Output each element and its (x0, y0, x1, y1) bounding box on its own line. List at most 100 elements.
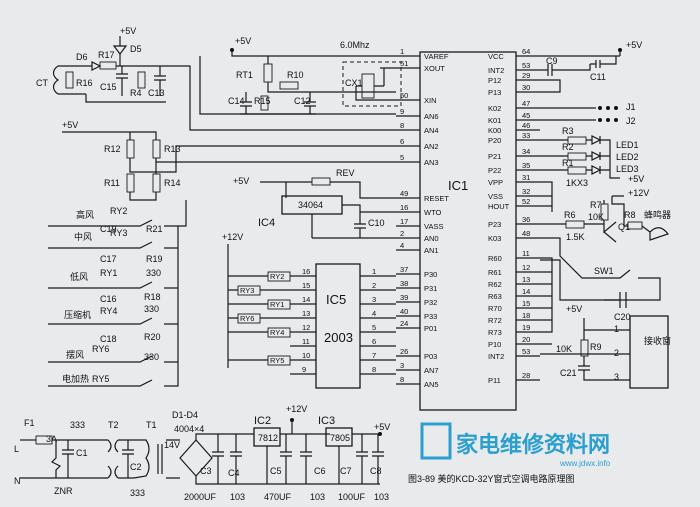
ic1-right-pin-number: 48 (522, 229, 530, 238)
ic5-left-pin-number: 13 (302, 309, 310, 318)
ic1-left-pin-number: 2 (400, 229, 404, 238)
compressor-label: 压缩机 (64, 309, 91, 320)
heater-label: 电加热 (62, 373, 89, 384)
r1kx3-label: 1KX3 (566, 178, 588, 188)
r18-label: R18 (144, 292, 161, 302)
ry6-label: RY6 (92, 344, 109, 354)
ic1-right-pin-number: 12 (522, 263, 530, 272)
r17-label: R17 (98, 50, 115, 60)
ic5-left-pin-number: 11 (302, 337, 310, 346)
bridge-part: 4004×4 (174, 424, 204, 434)
ic1-right-pin-number: 35 (522, 161, 530, 170)
c6v-label: 103 (310, 492, 325, 502)
vcc5-ic1-label: +5V (235, 36, 251, 46)
ic5-right-pin-number: 4 (372, 309, 376, 318)
ic1-right-pin-number: 47 (522, 99, 530, 108)
ic4-label: IC4 (258, 217, 275, 229)
rx-pin2: 2 (614, 348, 619, 358)
r7-label: R7 (590, 200, 602, 210)
ic1-right-pin-number: 36 (522, 215, 530, 224)
bridge-label: D1-D4 (172, 410, 198, 420)
ic1-left-pin-name: AN1 (424, 246, 439, 255)
ic1-left-pin-number: 1 (400, 47, 404, 56)
ic3-label: IC3 (318, 415, 335, 427)
ic1-right-pin-number: 53 (522, 347, 530, 356)
r6-label: R6 (564, 210, 576, 220)
c18-label: C18 (100, 334, 117, 344)
ic1-right-pin-name: VSS (488, 192, 503, 201)
buzzer-symbol (649, 227, 669, 241)
r15-label: R15 (254, 96, 271, 106)
c3v-label: 2000UF (184, 492, 217, 502)
v14-label: 14V (164, 440, 180, 450)
c15-label: C15 (100, 82, 117, 92)
c19-label: C19 (100, 224, 117, 234)
ic1-right-pin-number: 20 (522, 335, 530, 344)
ry6-coil: RY6 (240, 314, 254, 323)
v330c-label: 330 (144, 352, 159, 362)
ic5-left-pin-number: 12 (302, 323, 310, 332)
ic1-right-pin-number: 19 (522, 323, 530, 332)
neutral-label: N (14, 476, 21, 486)
ic1-left-pin-name: AN3 (424, 158, 439, 167)
led3-label: LED3 (616, 164, 639, 174)
c4v-label: 103 (230, 492, 245, 502)
ic1-right-pin-number: 45 (522, 111, 530, 120)
ic1-body (419, 51, 517, 411)
ic1-right-pin-name: R61 (488, 268, 502, 277)
ic1-right-pin-name: P20 (488, 136, 501, 145)
ic1-left-pin-name: P31 (424, 284, 437, 293)
ct-label: CT (36, 78, 48, 88)
ic1-right-pins: 64VCC53INT229P1230P1347K0245K0146K0033P2… (488, 47, 553, 385)
r7v-label: 10K (588, 212, 604, 222)
ry3-label: RY3 (110, 228, 127, 238)
ic1-right-pin-name: P11 (488, 376, 501, 385)
buzzer-label: 蜂鸣器 (644, 209, 671, 220)
ic1-right-pin-number: 13 (522, 275, 530, 284)
ry5-label: RY5 (92, 374, 109, 384)
ic1-left-pin-name: XIN (424, 96, 437, 105)
led1-label: LED1 (616, 140, 639, 150)
c17-label: C17 (100, 254, 117, 264)
ic1-right-pin-name: R63 (488, 292, 502, 301)
ry4-label: RY4 (100, 306, 117, 316)
rev-label: REV (336, 168, 355, 178)
sw1-switch (604, 269, 661, 301)
ic1-right-pin-number: 53 (522, 61, 530, 70)
ic5-left-pin-number: 15 (302, 281, 310, 290)
ic1-left-pin-name: VASS (424, 222, 443, 231)
ic1-right-pin-number: 46 (522, 121, 530, 130)
q1-label: Q1 (618, 222, 630, 232)
ic5-left-pin-number: 9 (302, 365, 306, 374)
ic1-left-pin-number: 4 (400, 241, 404, 250)
ic1-left-pin-name: WTO (424, 208, 442, 217)
receiver-box (629, 315, 669, 389)
v330a-label: 330 (146, 268, 161, 278)
ic1-left-pin-number: 9 (400, 107, 404, 116)
ic3-part: 7805 (330, 433, 350, 443)
r9-label: R9 (590, 342, 602, 352)
ic1-left-pin-number: 24 (400, 319, 408, 328)
led2-diode (586, 151, 602, 161)
ic5-right-pin-number: 3 (372, 295, 376, 304)
c12-label: C12 (294, 96, 311, 106)
ic5-part: 2003 (324, 330, 353, 345)
ic1-left-pin-name: P32 (424, 298, 437, 307)
j1-label: J1 (626, 102, 636, 112)
znr-label: ZNR (54, 486, 73, 496)
led1-diode (586, 135, 602, 145)
ic1-right-pin-name: R72 (488, 316, 502, 325)
r2-label: R2 (562, 142, 574, 152)
c11-label: C11 (590, 72, 606, 82)
vcc5-rx-label: +5V (566, 304, 582, 314)
f1v-label: 3A (46, 434, 57, 444)
figure-caption: 图3-89 美的KCD-32Y窗式空调电路原理图 (408, 473, 575, 484)
vcc12-ic5-label: +12V (222, 232, 243, 242)
ic1-label: IC1 (448, 178, 468, 193)
ic1-right-pin-name: K00 (488, 126, 501, 135)
crystal-body (361, 73, 375, 99)
ic1-left-pin-number: 3 (400, 361, 404, 370)
r12-label: R12 (104, 144, 121, 154)
ic1-right-pin-name: P23 (488, 220, 501, 229)
